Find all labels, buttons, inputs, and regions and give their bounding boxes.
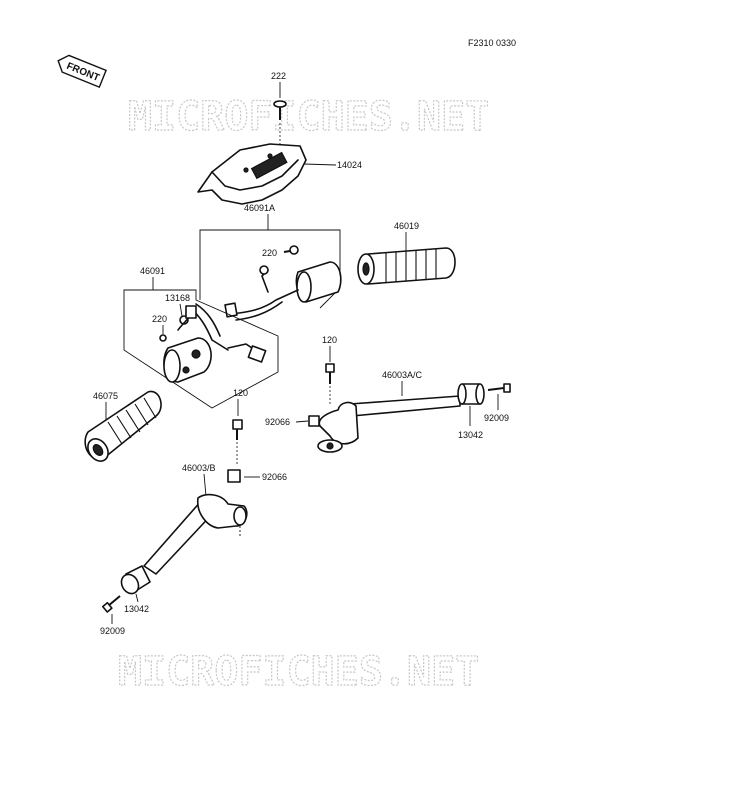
label-222: 222 bbox=[271, 71, 286, 81]
screw-220-left bbox=[159, 325, 167, 342]
label-13042-left: 13042 bbox=[124, 604, 149, 614]
watermark-bottom: MICROFICHES.NET bbox=[118, 649, 479, 695]
label-46075: 46075 bbox=[93, 391, 118, 401]
screw-220-right bbox=[283, 245, 299, 255]
label-46003AC: 46003A/C bbox=[382, 370, 423, 380]
bolt-120-left bbox=[232, 419, 243, 464]
bolt-120-right bbox=[325, 363, 335, 404]
label-46091A: 46091A bbox=[244, 203, 275, 213]
handlebar-46003B bbox=[143, 493, 248, 575]
label-46003B: 46003/B bbox=[182, 463, 216, 473]
screw-92009-left bbox=[101, 595, 121, 613]
label-120-left: 120 bbox=[233, 388, 248, 398]
screw-92009-right bbox=[487, 383, 511, 393]
switch-cover-14024 bbox=[197, 143, 307, 205]
handlebar-46003AC bbox=[317, 395, 461, 453]
label-46091: 46091 bbox=[140, 266, 165, 276]
label-92066-left: 92066 bbox=[262, 472, 287, 482]
label-13168: 13168 bbox=[165, 293, 190, 303]
front-direction-badge: FRONT bbox=[57, 54, 107, 88]
grip-46019 bbox=[357, 247, 456, 285]
screw-222 bbox=[273, 82, 287, 150]
label-92009-left: 92009 bbox=[100, 626, 125, 636]
switch-46091-bracket bbox=[123, 289, 279, 409]
weight-13042-left bbox=[120, 565, 151, 595]
watermark-top: MICROFICHES.NET bbox=[128, 94, 489, 140]
label-220-right: 220 bbox=[262, 248, 277, 258]
diagram-code: F2310 0330 bbox=[468, 38, 516, 48]
label-14024: 14024 bbox=[337, 160, 362, 170]
label-13042-right: 13042 bbox=[458, 430, 483, 440]
label-92066-right: 92066 bbox=[265, 417, 290, 427]
grip-46075 bbox=[84, 390, 162, 462]
washer-92066-right bbox=[308, 415, 320, 427]
switch-housing-46091A bbox=[224, 261, 342, 321]
label-220-left: 220 bbox=[152, 314, 167, 324]
switch-housing-46091 bbox=[163, 303, 267, 383]
weight-13042-right bbox=[457, 383, 485, 405]
label-120-right: 120 bbox=[322, 335, 337, 345]
washer-92066-left bbox=[227, 469, 241, 483]
label-92009-right: 92009 bbox=[484, 413, 509, 423]
switch-46091A-bracket bbox=[199, 214, 341, 309]
label-46019: 46019 bbox=[394, 221, 419, 231]
